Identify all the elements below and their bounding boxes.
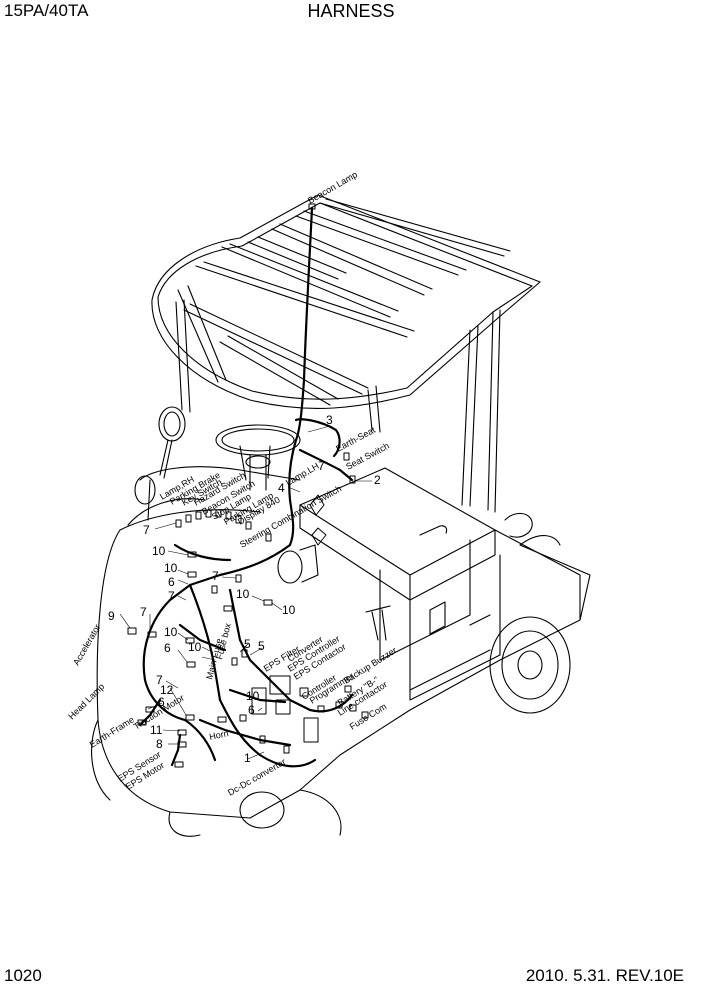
callout-10: 10 [152, 544, 166, 558]
callout-5: 5 [258, 639, 265, 653]
callout-4: 4 [278, 481, 285, 495]
label-dc-dc-converter: Dc-Dc converter [226, 757, 287, 798]
callout-7: 7 [212, 569, 219, 583]
wire-harness [138, 206, 354, 768]
callout-numbers: 3 7 2 4 7 10 10 6 7 7 10 10 9 7 10 6 10 … [108, 413, 381, 765]
callout-11: 11 [150, 723, 163, 737]
dashboard [119, 466, 319, 584]
label-head-lamp: Head Lamp [66, 681, 106, 721]
model-code: 15PA/40TA [4, 1, 89, 20]
callout-7: 7 [156, 673, 163, 687]
callout-6: 6 [164, 641, 171, 655]
callout-5: 5 [244, 637, 251, 651]
callout-12: 12 [160, 683, 174, 697]
callout-10: 10 [282, 603, 296, 617]
callout-2: 2 [374, 473, 381, 487]
callout-10: 10 [164, 561, 178, 575]
callout-6: 6 [248, 703, 255, 717]
callout-6: 6 [168, 575, 175, 589]
overhead-guard [151, 194, 541, 513]
page-title: HARNESS [307, 1, 395, 21]
callout-3: 3 [326, 413, 333, 427]
callout-7: 7 [140, 605, 147, 619]
callout-9: 9 [108, 609, 115, 623]
steering-wheel [215, 424, 301, 491]
callout-10: 10 [246, 689, 260, 703]
callout-7: 7 [143, 523, 150, 537]
revision-date: 2010. 5.31. REV.10E [525, 966, 684, 985]
leader-lines [119, 425, 372, 760]
label-earth-frame: Earth-Frame [88, 714, 136, 749]
callout-1: 1 [244, 751, 251, 765]
callout-6: 6 [158, 695, 165, 709]
callout-7: 7 [318, 459, 325, 473]
label-horn: Horn [208, 728, 229, 742]
callout-7: 7 [168, 589, 175, 603]
callout-10: 10 [164, 625, 178, 639]
connectors [127, 203, 369, 768]
callout-10: 10 [188, 640, 202, 654]
truck-body [91, 467, 591, 837]
rear-mirror [158, 406, 186, 479]
page-number: 1020 [4, 966, 42, 985]
callout-8: 8 [156, 737, 163, 751]
callout-10: 10 [236, 587, 250, 601]
